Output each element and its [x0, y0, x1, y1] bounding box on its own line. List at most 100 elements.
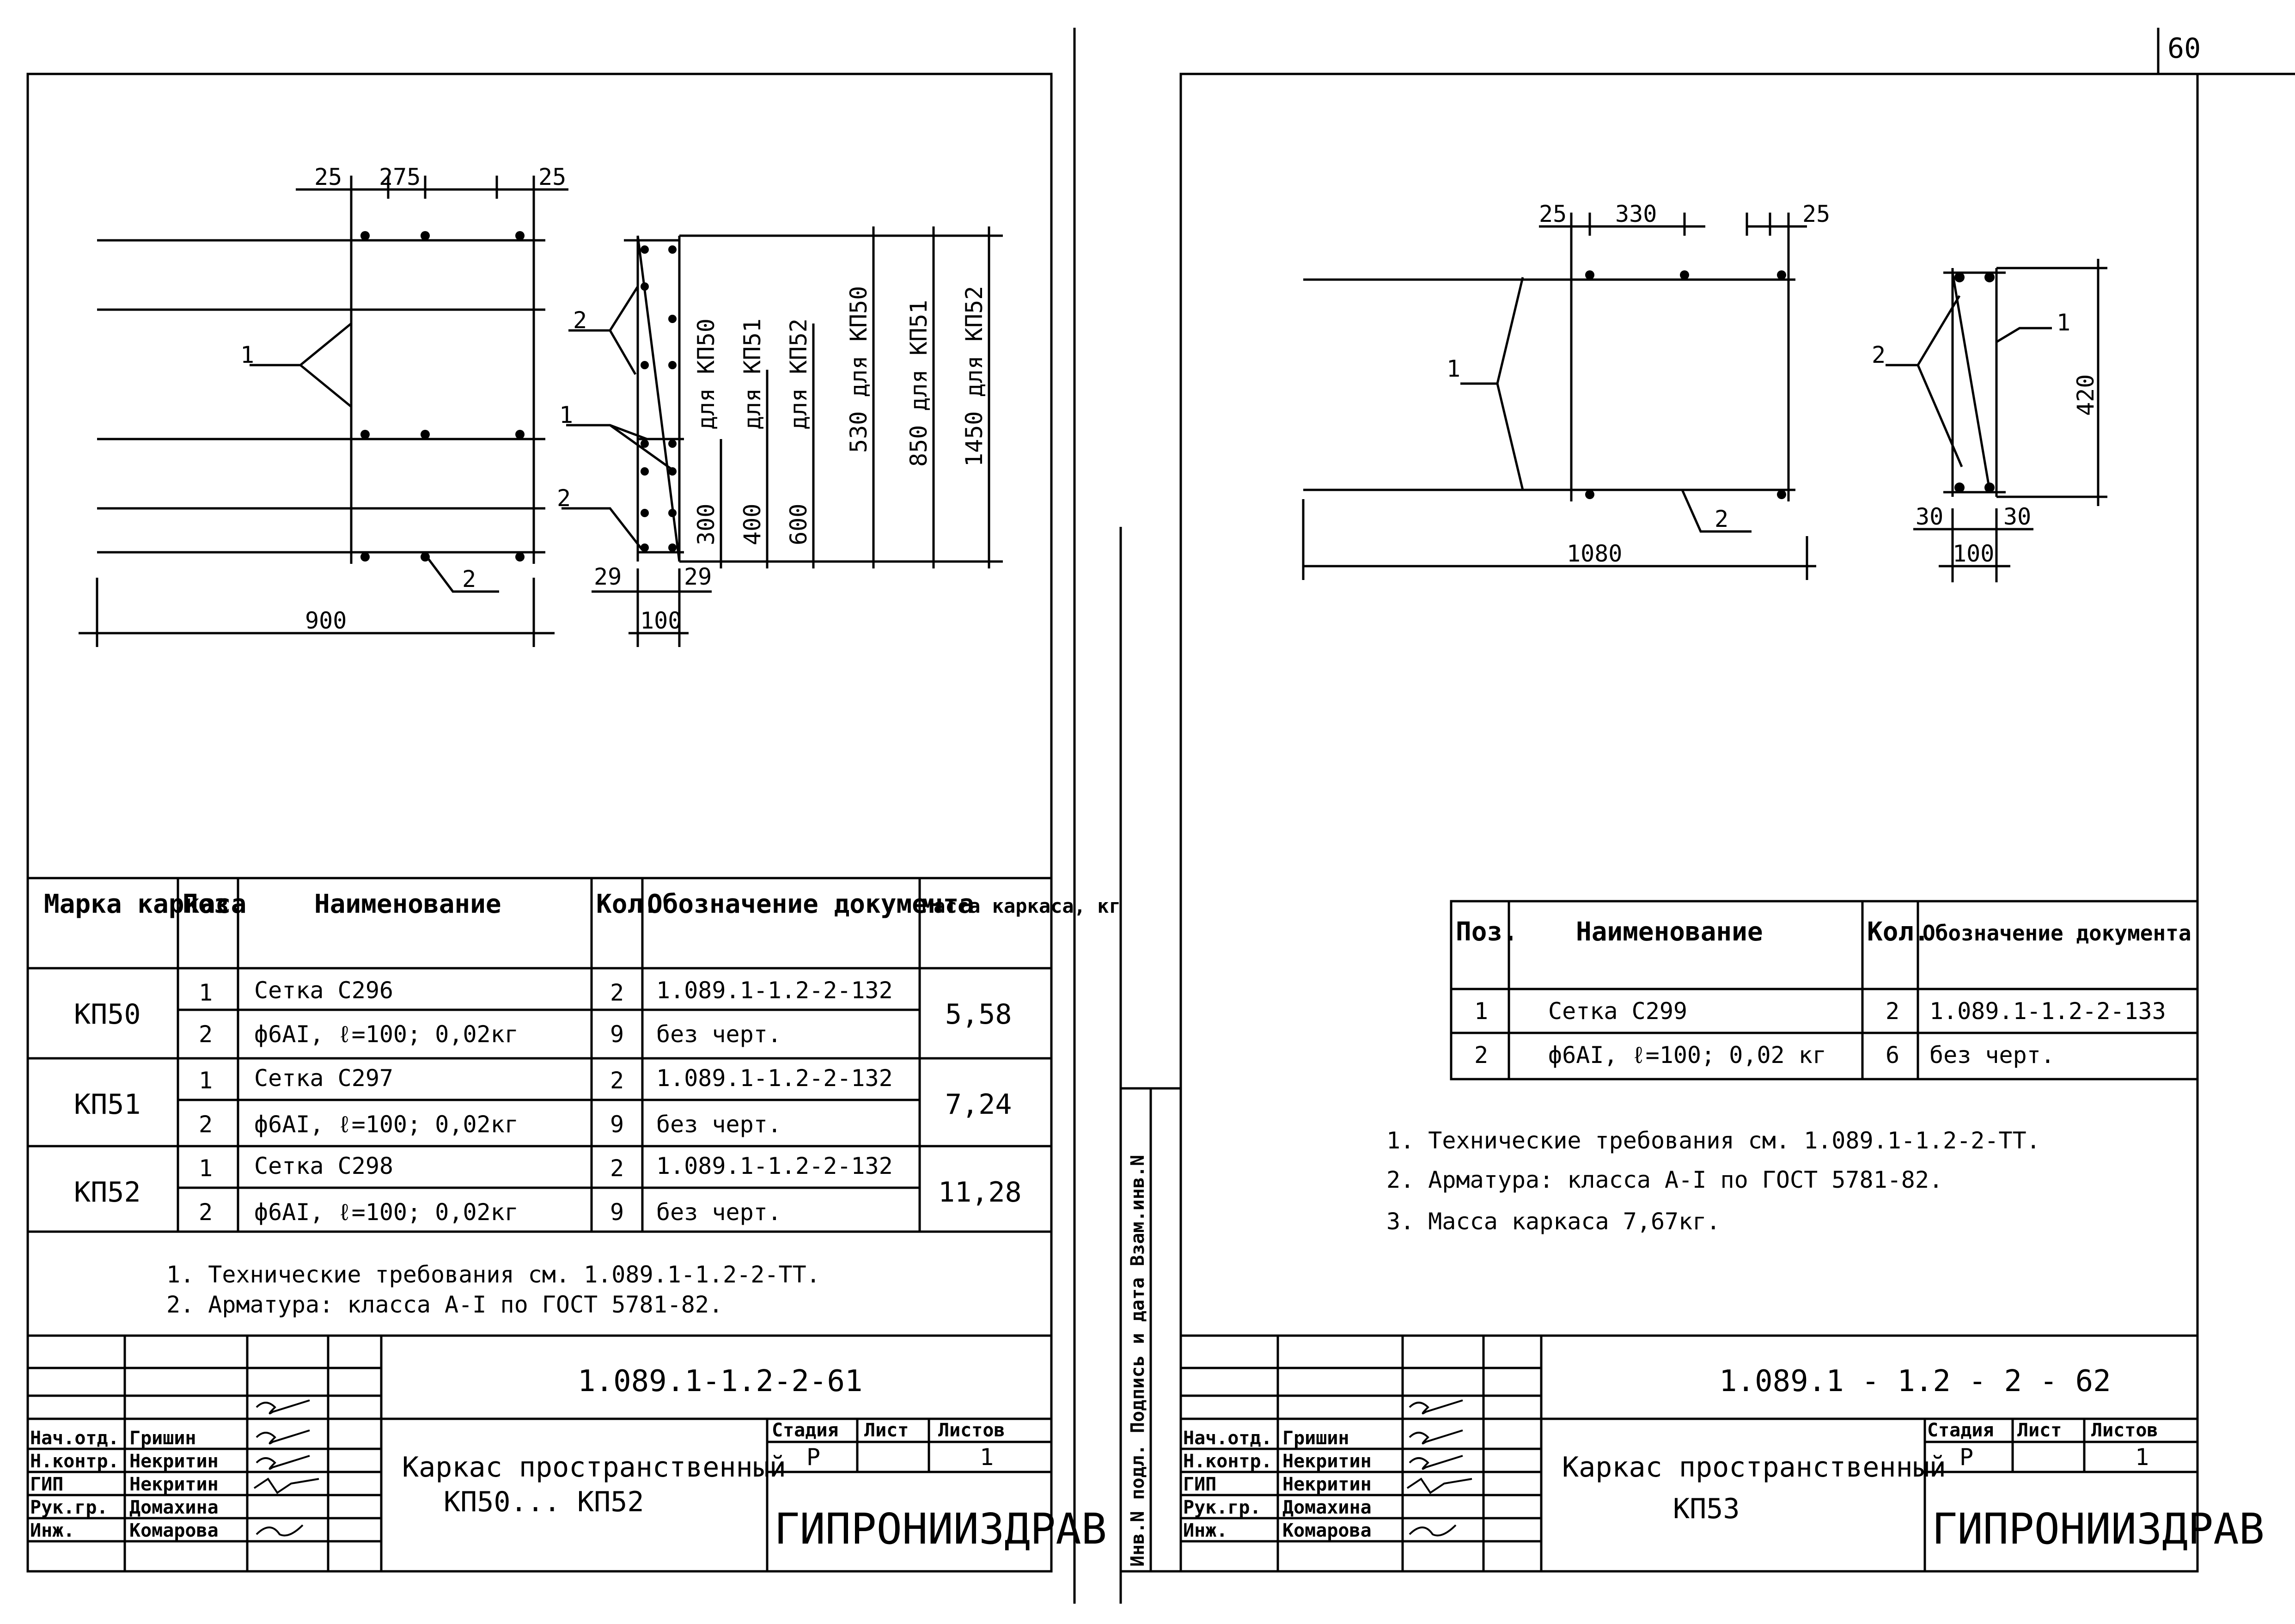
header-pos: Поз.: [183, 889, 245, 919]
note-1: 1. Технические требования см. 1.089.1-1.…: [166, 1261, 820, 1288]
row-name: ф6АI, ℓ=100; 0,02кг: [254, 1199, 519, 1226]
row-doc: без черт.: [656, 1021, 781, 1048]
row-doc: без черт.: [1929, 1042, 2055, 1068]
row-name: ф6АI, ℓ=100; 0,02 кг: [1548, 1042, 1826, 1068]
name: Гришин: [1282, 1428, 1349, 1449]
role: Рук.гр.: [30, 1497, 108, 1518]
mark-kp51: КП51: [74, 1088, 141, 1121]
dim-100: 100: [640, 607, 682, 634]
callout-2: 2: [1715, 506, 1728, 532]
right-sheet-frame: [1179, 73, 2199, 1573]
dim-100: 100: [1953, 540, 1994, 567]
row-pos: 2: [199, 1199, 213, 1226]
name: Некритин: [129, 1451, 219, 1472]
role: Инж.: [1183, 1520, 1227, 1541]
dim-25: 25: [1802, 201, 1830, 227]
side-stamp-label: Инв.N подл. Подпись и дата Взам.инв.N: [1127, 1155, 1148, 1567]
dim-25: 25: [1539, 201, 1567, 227]
sheet-label: Лист: [2017, 1420, 2062, 1441]
role: Инж.: [30, 1520, 74, 1541]
mark-kp50: КП50: [74, 998, 141, 1031]
row-doc: без черт.: [656, 1199, 781, 1226]
row-name: Сетка С297: [254, 1065, 393, 1092]
row-doc: 1.089.1-1.2-2-132: [656, 1065, 893, 1092]
sheets-value: 1: [2135, 1444, 2149, 1471]
left-sheet-frame: [26, 73, 1053, 1573]
callout-2: 2: [557, 485, 571, 512]
organization: ГИПРОНИИЗДРАВ: [1932, 1504, 2264, 1554]
role: Нач.отд.: [30, 1428, 119, 1449]
header-name: Наименование: [314, 889, 501, 919]
stage-label: Стадия: [772, 1420, 839, 1441]
dim-600: 600: [785, 504, 812, 545]
dim-400: 400: [739, 504, 766, 545]
dim-330: 330: [1615, 201, 1657, 227]
callout-1: 1: [2057, 309, 2070, 336]
row-name: Сетка С298: [254, 1153, 393, 1179]
role: Н.контр.: [30, 1451, 119, 1472]
note-3: 3. Масса каркаса 7,67кг.: [1386, 1208, 1720, 1235]
name: Некритин: [1282, 1474, 1372, 1495]
left-spec-table-grid: [28, 877, 1051, 1233]
name: Гришин: [129, 1428, 196, 1449]
name: Некритин: [129, 1474, 219, 1495]
role: ГИП: [30, 1474, 63, 1495]
note-2: 2. Арматура: класса А-I по ГОСТ 5781-82.: [166, 1291, 723, 1318]
sheet-number: 60: [2167, 32, 2201, 65]
row-qty: 2: [610, 1155, 624, 1182]
stage-label: Стадия: [1927, 1420, 1994, 1441]
signatures: [253, 1399, 1472, 1537]
rebar-dots: [360, 231, 1995, 562]
row-qty: 9: [610, 1021, 624, 1048]
right-title-block-grid: [1181, 1334, 2197, 1571]
name: Некритин: [1282, 1451, 1372, 1472]
row-doc: без черт.: [656, 1111, 781, 1138]
dim-850: 850 для КП51: [905, 300, 932, 467]
dim-25: 25: [314, 164, 342, 190]
row-qty: 2: [1886, 998, 1899, 1025]
row-name: ф6АI, ℓ=100; 0,02кг: [254, 1021, 519, 1048]
drawing-code: 1.089.1 - 1.2 - 2 - 62: [1719, 1364, 2111, 1398]
row-qty: 2: [610, 1067, 624, 1094]
drawing-subtitle: КП53: [1673, 1493, 1740, 1525]
callout-1: 1: [559, 402, 573, 428]
note-1: 1. Технические требования см. 1.089.1-1.…: [1386, 1127, 2040, 1154]
sheets-label: Листов: [938, 1420, 1005, 1441]
drawing-title: Каркас пространственный: [402, 1451, 786, 1484]
dim-1080: 1080: [1567, 540, 1622, 567]
header-pos: Поз.: [1456, 917, 1518, 947]
sheet-label: Лист: [864, 1420, 909, 1441]
stage-value: Р: [1959, 1444, 1973, 1471]
row-name: Сетка С299: [1548, 998, 1687, 1025]
right-section-view: [1886, 259, 2107, 582]
mass-kp52: 11,28: [938, 1176, 1022, 1209]
header-name: Наименование: [1576, 917, 1763, 947]
mass-kp51: 7,24: [945, 1088, 1012, 1121]
dim-30: 30: [1916, 503, 1943, 530]
role: Нач.отд.: [1183, 1428, 1272, 1449]
name: Домахина: [129, 1497, 219, 1518]
dim-30: 30: [2003, 503, 2031, 530]
callout-2: 2: [573, 307, 587, 334]
header-qty: Кол.: [1867, 917, 1929, 947]
row-pos: 1: [199, 979, 213, 1006]
stage-value: Р: [806, 1444, 820, 1471]
drawing-title: Каркас пространственный: [1562, 1451, 1946, 1484]
dim-420: 420: [2072, 374, 2099, 416]
callout-2: 2: [1872, 342, 1886, 368]
header-doc: Обозначение документа: [647, 889, 974, 919]
role: Н.контр.: [1183, 1451, 1272, 1472]
header-doc: Обозначение документа: [1923, 921, 2191, 946]
sheets-value: 1: [980, 1444, 994, 1471]
note-2: 2. Арматура: класса А-I по ГОСТ 5781-82.: [1386, 1166, 1943, 1193]
dim-label-kp52: для КП52: [785, 318, 812, 430]
sheets-label: Листов: [2091, 1420, 2158, 1441]
callout-2: 2: [462, 566, 476, 592]
header-qty: Кол.: [596, 889, 659, 919]
name: Комарова: [129, 1520, 219, 1541]
dim-900: 900: [305, 607, 347, 634]
dim-530: 530 для КП50: [845, 286, 872, 453]
dim-label-kp50: для КП50: [693, 318, 720, 430]
dim-29: 29: [684, 563, 712, 590]
left-section-view: [562, 226, 1003, 647]
